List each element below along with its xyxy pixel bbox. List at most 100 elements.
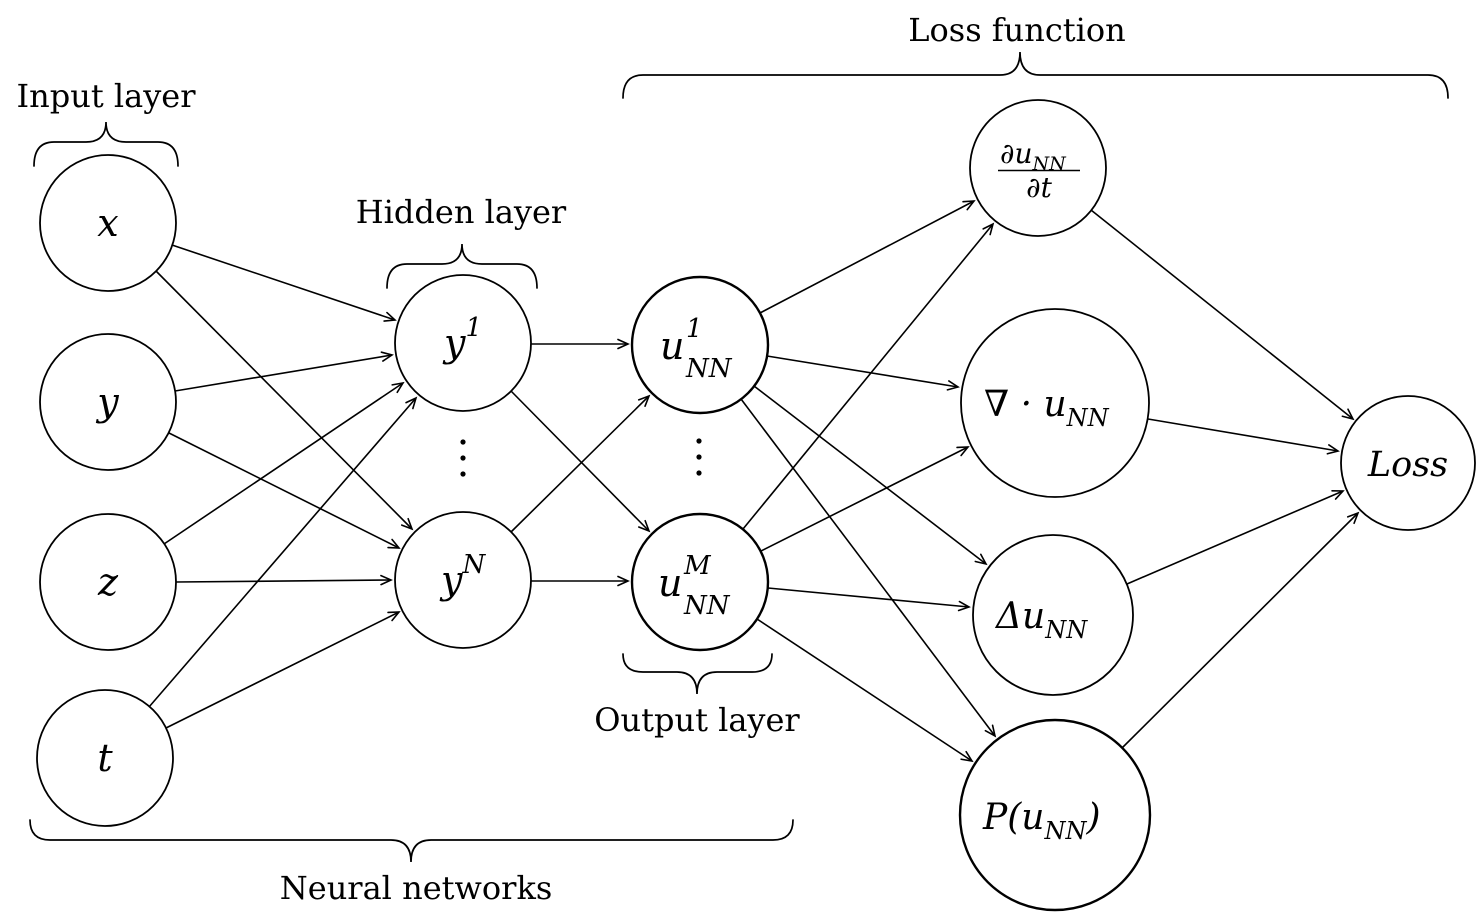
node-pu-sub: NN: [1043, 817, 1087, 845]
edge-u1-dudt: [759, 200, 976, 314]
node-divu-base: ∇ · u: [984, 384, 1067, 425]
edge-u1-lapu: [753, 385, 988, 566]
output-layer-ellipsis: [696, 438, 702, 476]
node-lapu-circle: [972, 534, 1134, 696]
output-layer-brace: [622, 653, 773, 695]
node-divu-sub: NN: [1066, 404, 1110, 432]
node-uM-base: u: [658, 561, 682, 605]
node-dudt-circle: [969, 99, 1107, 237]
edge-yN-u1: [510, 394, 651, 533]
node-u1-circle: [630, 275, 770, 415]
node-lapu-label: ΔuNN: [994, 596, 1088, 644]
node-divu-circle: [960, 308, 1150, 498]
node-z: z: [39, 513, 177, 651]
node-dudt-num-base: ∂u: [1000, 137, 1033, 170]
node-u1-sup: 1: [686, 314, 703, 344]
input-layer-brace: [33, 121, 179, 167]
node-lapu-sub: NN: [1044, 616, 1088, 644]
node-uM-sub: NN: [683, 591, 731, 621]
node-y1-label: y1: [442, 313, 482, 365]
node-pu-close: ): [1085, 797, 1100, 838]
node-pu-base: P(u: [982, 797, 1044, 838]
ellipsis-dot: [460, 455, 466, 461]
node-loss: Loss: [1340, 395, 1476, 531]
edge-y-yN: [168, 432, 401, 549]
loss-function-brace: [622, 51, 1449, 99]
edge-uM-lapu: [767, 587, 971, 612]
hidden-layer-brace: [386, 243, 538, 289]
edge-uM-dudt: [742, 222, 995, 530]
node-t-label: t: [97, 736, 113, 780]
node-u1-sub: NN: [685, 354, 733, 384]
node-x-label: x: [97, 201, 118, 245]
node-u1-base: u: [660, 324, 684, 368]
hidden-layer-ellipsis: [460, 439, 466, 477]
hidden-layer-label: Hidden layer: [356, 193, 567, 231]
neural-networks-brace: [29, 819, 794, 863]
node-y: y: [39, 333, 177, 471]
node-dudt: ∂uNN ∂t: [969, 99, 1107, 237]
node-t: t: [36, 689, 174, 827]
node-yN-base: y: [439, 558, 463, 602]
node-lapu: ΔuNN: [972, 534, 1134, 696]
node-uM-circle: [630, 512, 770, 652]
edge-t-y1: [148, 396, 418, 708]
ellipsis-dot: [460, 439, 466, 445]
edge-u1-pu: [740, 398, 997, 738]
edge-x-y1: [171, 244, 397, 322]
edge-t-yN: [165, 611, 401, 729]
edges: [148, 200, 1360, 763]
node-yN-circle: [394, 511, 532, 649]
input-layer-label: Input layer: [17, 77, 197, 115]
node-y-label: y: [95, 380, 119, 424]
node-x-circle: [39, 154, 177, 292]
edge-dudt-loss: [1090, 209, 1355, 421]
edge-x-yN: [155, 270, 414, 531]
output-layer-label: Output layer: [594, 701, 800, 739]
edge-y-y1: [174, 351, 394, 392]
node-yN-label: yN: [439, 550, 486, 602]
edge-uM-pu: [756, 618, 974, 763]
node-pu-label: P(uNN): [982, 797, 1101, 845]
loss-function-label: Loss function: [908, 11, 1125, 49]
node-dudt-num-sub: NN: [1032, 153, 1068, 175]
edge-u1-divu: [766, 355, 960, 391]
node-z-circle: [39, 513, 177, 651]
neural-networks-label: Neural networks: [280, 869, 553, 907]
node-dudt-denominator: ∂t: [1026, 171, 1052, 204]
edge-y1-uM: [510, 390, 651, 533]
edge-lapu-loss: [1126, 490, 1345, 585]
node-t-circle: [36, 689, 174, 827]
node-y1: y1: [394, 274, 532, 412]
ellipsis-dot: [696, 454, 702, 460]
ellipsis-dot: [460, 471, 466, 477]
edge-pu-loss: [1121, 511, 1360, 749]
node-loss-label: Loss: [1367, 445, 1448, 485]
node-x: x: [39, 154, 177, 292]
node-yN-sup: N: [461, 550, 486, 580]
node-pu: P(uNN): [958, 718, 1152, 912]
node-divu: ∇ · uNN: [960, 308, 1150, 498]
node-dudt-numerator: ∂uNN: [1000, 137, 1067, 175]
edge-divu-loss: [1147, 418, 1340, 455]
node-yN: yN: [394, 511, 532, 649]
braces: [29, 51, 1449, 863]
node-loss-circle: [1340, 395, 1476, 531]
ellipsis-dot: [696, 438, 702, 444]
node-pu-circle: [958, 718, 1152, 912]
edge-uM-divu: [760, 446, 970, 552]
node-y1-base: y: [442, 321, 466, 365]
edge-z-y1: [163, 381, 405, 545]
node-z-label: z: [97, 560, 119, 604]
node-lapu-base: Δu: [994, 596, 1045, 637]
node-divu-label: ∇ · uNN: [984, 384, 1110, 432]
node-y1-circle: [394, 274, 532, 412]
node-y-circle: [39, 333, 177, 471]
edge-z-yN: [175, 574, 393, 586]
